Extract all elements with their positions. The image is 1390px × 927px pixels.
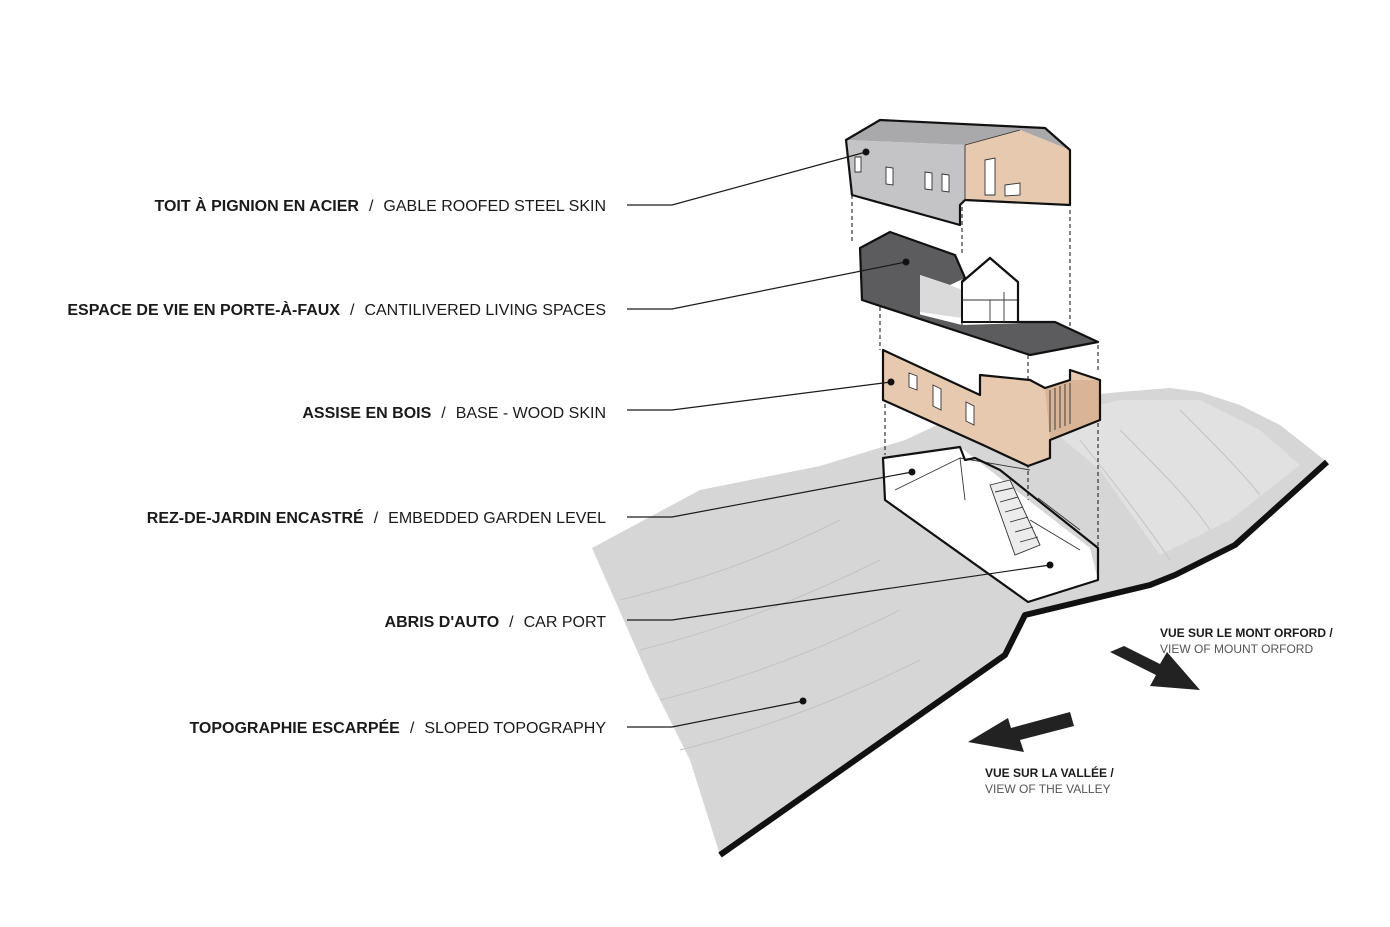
label-living-spaces-sep: / — [350, 302, 355, 319]
label-gable-roof-sep: / — [369, 198, 374, 215]
garden-level — [881, 445, 1100, 604]
label-garden-level-fr: REZ-DE-JARDIN ENCASTRÉ — [147, 508, 364, 527]
label-garden-level-en: EMBEDDED GARDEN LEVEL — [388, 510, 606, 527]
label-wood-base-en: BASE - WOOD SKIN — [456, 405, 606, 422]
wood-base-level — [881, 348, 1102, 468]
living-spaces-level — [858, 230, 1100, 357]
living-floor-slab — [862, 300, 1098, 355]
view-labels: VUE SUR LE MONT ORFORD / VIEW OF MOUNT O… — [985, 626, 1333, 796]
garden-level-inner-walls — [894, 457, 1081, 551]
wood-base-windows — [908, 372, 975, 426]
sloped-terrain — [592, 388, 1330, 858]
garden-level-outline — [881, 445, 1100, 604]
label-wood-base-fr: ASSISE EN BOIS — [302, 405, 431, 422]
view-mount-en: VIEW OF MOUNT ORFORD — [1160, 642, 1313, 656]
label-living-spaces-en: CANTILIVERED LIVING SPACES — [364, 302, 606, 319]
steel-roof-front — [846, 140, 965, 225]
view-mount-fr: VUE SUR LE MONT ORFORD / — [1160, 626, 1333, 640]
label-gable-roof-fr: TOIT À PIGNION EN ACIER — [155, 196, 360, 215]
terrain-highlight — [1040, 400, 1300, 555]
label-car-port-fr: ABRIS D'AUTO — [385, 614, 500, 631]
terrain-contours — [619, 409, 1261, 751]
view-arrows — [968, 646, 1200, 752]
living-gable-posts — [962, 292, 1018, 322]
label-gable-roof: TOIT À PIGNION EN ACIER / GABLE ROOFED STE… — [155, 196, 607, 215]
living-interior — [920, 275, 962, 318]
label-garden-level: REZ-DE-JARDIN ENCASTRÉ / EMBEDDED GARDEN L… — [147, 508, 606, 527]
label-topography-en: SLOPED TOPOGRAPHY — [424, 720, 606, 737]
label-wood-base-sep: / — [441, 405, 446, 422]
label-car-port: ABRIS D'AUTO / CAR PORT — [385, 614, 607, 631]
component-labels: TOIT À PIGNION EN ACIER / GABLE ROOFED STE… — [67, 196, 606, 737]
living-dark-volume — [860, 232, 965, 320]
leader-lines — [627, 148, 1054, 728]
steel-roof-outline — [844, 118, 1072, 227]
wood-base-front — [883, 350, 1100, 466]
arrow-down-left-icon — [968, 712, 1074, 752]
label-topography-fr: TOPOGRAPHIE ESCARPÉE — [189, 718, 400, 737]
wood-base-deck-slats — [1049, 383, 1071, 432]
label-car-port-en: CAR PORT — [524, 614, 607, 631]
arrow-down-right-icon — [1110, 646, 1200, 690]
garden-level-stair — [989, 479, 1041, 556]
steel-roof-level — [844, 118, 1072, 227]
wood-base-outline — [881, 348, 1102, 468]
living-outline — [858, 230, 1100, 357]
label-living-spaces-fr: ESPACE DE VIE EN PORTE-À-FAUX — [67, 300, 340, 319]
view-valley-fr: VUE SUR LA VALLÉE / — [985, 765, 1114, 780]
label-wood-base: ASSISE EN BOIS / BASE - WOOD SKIN — [302, 405, 606, 422]
terrain-cut-edge — [718, 459, 1330, 858]
view-valley-en: VIEW OF THE VALLEY — [985, 782, 1111, 796]
garden-level-floor — [883, 447, 1098, 602]
label-garden-level-sep: / — [374, 510, 379, 527]
label-topography: TOPOGRAPHIE ESCARPÉE / SLOPED TOPOGRAPHY — [189, 718, 606, 737]
label-gable-roof-en: GABLE ROOFED STEEL SKIN — [383, 198, 606, 215]
label-living-spaces: ESPACE DE VIE EN PORTE-À-FAUX / CANTILIVER… — [67, 300, 606, 319]
steel-roof-windows — [854, 156, 1021, 197]
label-topography-sep: / — [410, 720, 415, 737]
label-car-port-sep: / — [509, 614, 514, 631]
